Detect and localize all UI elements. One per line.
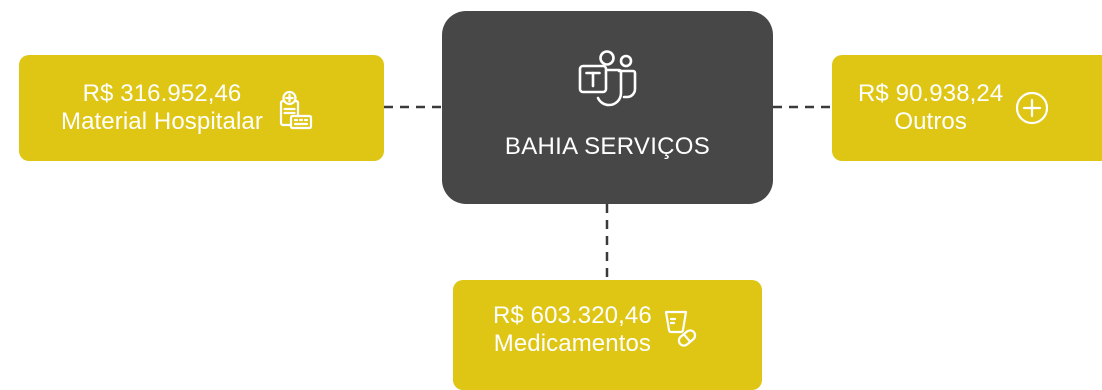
node-value: R$ 90.938,24 <box>858 80 1004 108</box>
node-label: Outros <box>894 108 967 135</box>
center-node-bahia-servicos[interactable]: BAHIA SERVIÇOS <box>442 11 773 204</box>
hospital-supplies-icon <box>277 90 313 130</box>
node-label: Material Hospitalar <box>61 108 263 135</box>
teams-icon <box>578 50 636 107</box>
connectors <box>384 105 832 280</box>
node-value: R$ 316.952,46 <box>82 80 242 108</box>
node-outros[interactable]: R$ 90.938,24 Outros <box>832 55 1102 161</box>
medicine-icon <box>662 308 698 348</box>
node-value: R$ 603.320,46 <box>493 302 652 329</box>
node-material-hospitalar[interactable]: R$ 316.952,46 Material Hospitalar <box>19 55 384 161</box>
node-text: R$ 316.952,46 Material Hospitalar <box>61 80 263 135</box>
node-label: Medicamentos <box>493 329 652 357</box>
diagram-canvas: R$ 316.952,46 Material Hospitalar <box>19 11 1102 390</box>
center-title: BAHIA SERVIÇOS <box>504 133 711 160</box>
node-text: R$ 90.938,24 Outros <box>858 80 1003 135</box>
node-text: R$ 603.320,46 Medicamentos <box>493 302 652 357</box>
node-medicamentos[interactable]: R$ 603.320,46 Medicamentos <box>453 280 762 390</box>
plus-circle-icon <box>1015 91 1049 125</box>
